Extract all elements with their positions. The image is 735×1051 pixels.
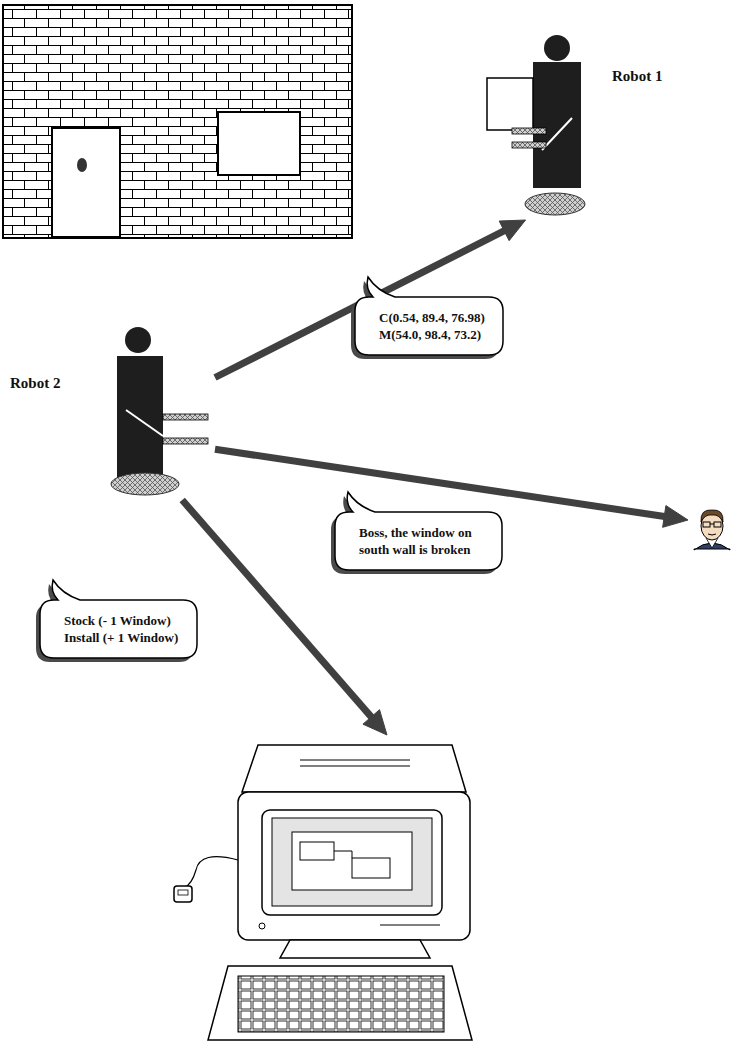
computer-node xyxy=(170,735,480,1045)
robot-node: Robot 1 xyxy=(487,30,690,220)
speech-bubble: Boss, the window on south wall is broken xyxy=(335,512,502,570)
speech-bubble: Stock (- 1 Window)Install (+ 1 Window) xyxy=(40,600,196,658)
figure-label: Robot 1 xyxy=(612,68,690,85)
figure-label: Robot 2 xyxy=(10,375,215,392)
computer-illustration xyxy=(174,745,472,1040)
arrow-shaft xyxy=(215,230,506,378)
brick-wall xyxy=(3,5,352,238)
robot-figure xyxy=(487,35,585,215)
door-knob xyxy=(77,158,87,172)
held-window xyxy=(487,78,533,130)
arrow-head xyxy=(499,220,525,241)
bubble-text: Boss, the window on south wall is broken xyxy=(359,524,484,558)
bubble-outline xyxy=(335,512,502,570)
door xyxy=(52,128,120,237)
arrow-connector xyxy=(215,220,526,378)
bubble-outline xyxy=(40,600,197,658)
speech-bubble: C(0.54, 89.4, 76.98)M(54.0, 98.4, 73.2) xyxy=(355,297,503,355)
boss-face xyxy=(694,510,730,550)
bubble-body xyxy=(40,580,197,658)
bubble-text: M(54.0, 98.4, 73.2) xyxy=(379,326,485,343)
bubble-text: Stock (- 1 Window) xyxy=(64,612,178,629)
bubble-text: Install (+ 1 Window) xyxy=(64,629,178,646)
bubble-body xyxy=(335,492,502,570)
arrow-head xyxy=(363,710,387,735)
bubble-body xyxy=(355,277,503,355)
robot-figure xyxy=(111,327,208,495)
arrow-shaft xyxy=(215,449,666,516)
boss-node xyxy=(688,500,732,550)
bubble-text: C(0.54, 89.4, 76.98) xyxy=(379,309,485,326)
wall-window xyxy=(218,112,300,175)
robot-node: Robot 2 xyxy=(10,325,215,500)
bubble-outline xyxy=(355,297,503,355)
arrow-head xyxy=(663,506,688,528)
